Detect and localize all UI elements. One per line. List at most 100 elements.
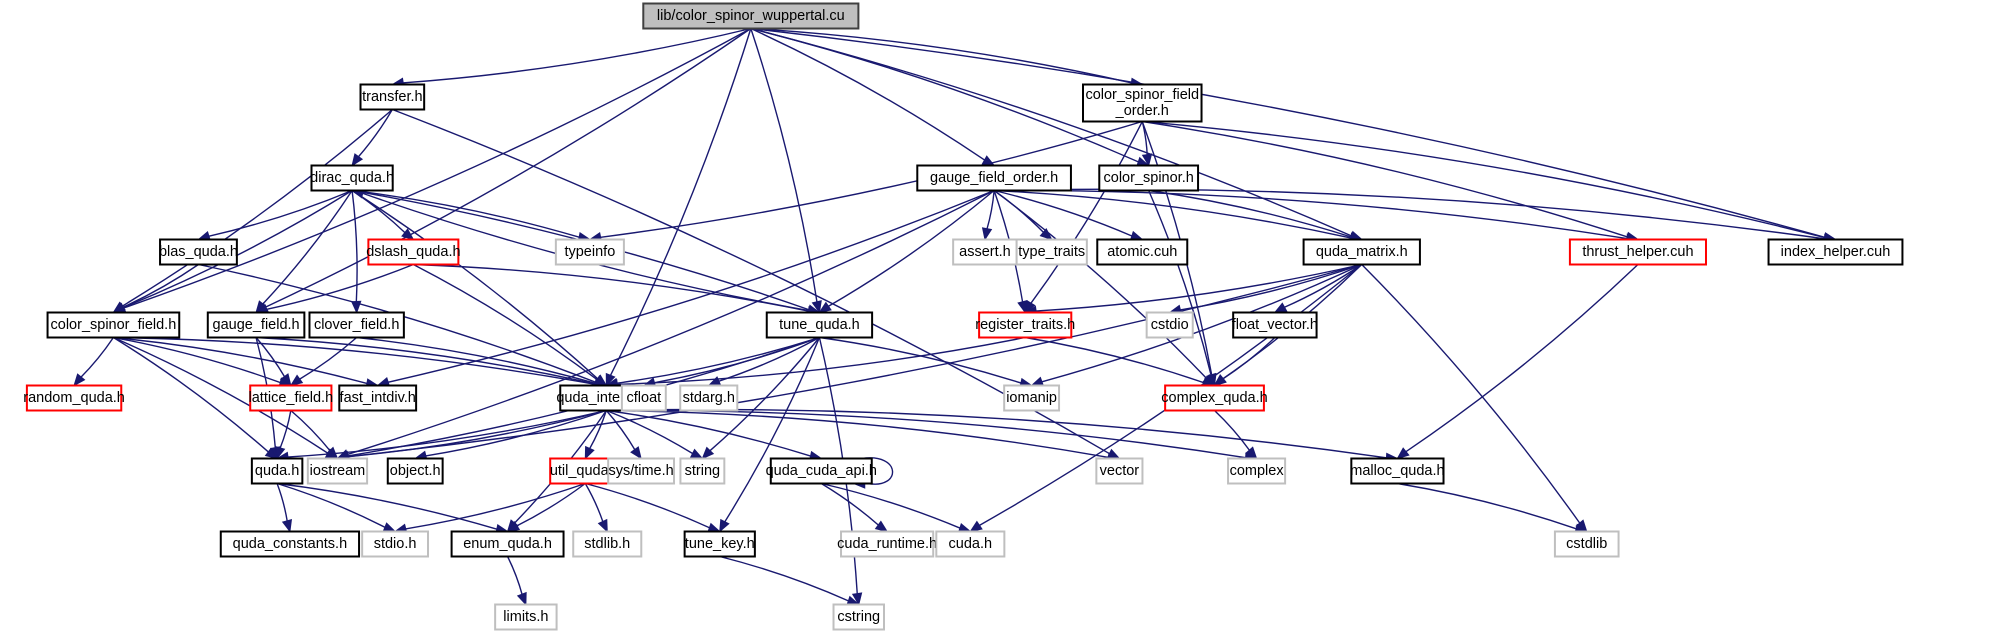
node-box [219,530,361,558]
node-label: blas_quda.h [159,244,238,260]
edge-line [515,482,586,527]
edge-line [616,336,820,384]
arrowhead-icon [811,300,822,314]
node-gfo[interactable]: gauge_field_order.h [916,164,1072,192]
node-box [361,530,430,558]
edge-line [993,189,1208,380]
node-label: stdlib.h [584,536,630,552]
node-box [642,2,860,30]
node-box [386,457,444,485]
edge-lattice_field-to-quda [275,410,292,460]
edge-float_vector-to-complex_quda [1213,336,1276,387]
node-iomanip: iomanip [1003,384,1061,412]
node-label: color_spinor_field [1085,87,1199,103]
node-atomic[interactable]: atomic.cuh [1096,238,1189,266]
node-cstring: cstring [832,603,885,631]
node-box [679,384,739,412]
edge-dslash-to-gauge_field [254,263,414,315]
arrowhead-icon [981,227,993,241]
node-box [840,530,935,558]
node-blas[interactable]: blas_quda.h [159,238,238,266]
edge-quda_cuda_api-to-cuda_runtime [820,482,889,533]
node-stdio: stdio.h [361,530,430,558]
node-label: cstring [837,609,880,625]
node-box [306,457,369,485]
node-color-spinor[interactable]: color_spinor.h [1098,164,1200,192]
edge-color_spinor-to-complex_quda [1148,190,1216,387]
node-label: util_quda.h [550,463,621,479]
edge-register_traits-to-complex_quda [1025,336,1216,388]
node-malloc-quda[interactable]: malloc_quda.h [1350,457,1445,485]
edge-line [265,263,414,311]
node-quda-matrix[interactable]: quda_matrix.h [1302,238,1421,266]
node-label: random_quda.h [23,390,125,406]
node-fast-intdiv[interactable]: fast_intdiv.h [338,384,418,412]
node-box [46,311,181,339]
node-cstdio: cstdio [1145,311,1194,339]
node-root[interactable]: lib/color_spinor_wuppertal.cu [642,2,860,30]
arrowhead-icon [630,446,642,460]
edge-root-to-gfo [750,27,996,167]
edge-line [994,189,1352,239]
node-dirac[interactable]: dirac_quda.h [310,164,394,192]
node-box [765,311,874,339]
node-label: quda_constants.h [233,536,347,552]
edge-line [351,189,599,380]
arrowhead-icon [818,301,832,314]
node-quda[interactable]: quda.h [250,457,304,485]
edge-malloc_quda-to-cstdlib [1397,482,1589,534]
node-csf[interactable]: color_spinor_field.h [46,311,181,339]
edge-util_quda-to-stdio [393,482,586,534]
node-label: enum_quda.h [463,536,552,552]
node-enum-quda[interactable]: enum_quda.h [450,530,565,558]
node-transfer[interactable]: transfer.h [359,83,426,111]
node-box [1096,238,1189,266]
node-box [1003,384,1061,412]
edge-tune_key-to-cstring [719,555,861,606]
node-stdlib: stdlib.h [572,530,643,558]
node-lattice-field[interactable]: lattice_field.h [249,384,334,412]
edge-line [1361,264,1581,525]
edge-tune_quda-to-iomanip [819,336,1033,389]
node-float-vector[interactable]: float_vector.h [1232,311,1318,339]
node-box [769,457,873,485]
node-register-traits[interactable]: register_traits.h [975,311,1075,339]
edge-line [256,336,597,385]
edge-line [276,483,289,522]
edge-line [1040,263,1363,383]
arrowhead-icon [73,373,86,387]
edge-root-to-tune_quda [750,28,822,314]
edge-line [413,263,599,381]
node-random-quda[interactable]: random_quda.h [23,384,125,412]
edge-line [1029,121,1143,305]
node-clover-field[interactable]: clover_field.h [308,311,405,339]
arrowhead-icon [1017,300,1028,314]
node-vector: vector [1095,457,1144,485]
edge-gauge_field-to-lattice_field [255,337,292,387]
edge-enum_quda-to-limits [506,556,527,606]
node-quda-cuda-api[interactable]: quda_cuda_api.h [766,457,877,485]
edge-line [113,336,597,386]
node-thrust-helper[interactable]: thrust_helper.cuh [1568,238,1707,266]
node-typeinfo: typeinfo [554,238,625,266]
node-object[interactable]: object.h [386,457,444,485]
node-csfo[interactable]: color_spinor_field_order.h [1082,83,1203,123]
node-box [1145,311,1194,339]
edge-line [264,27,752,309]
edge-line [402,27,752,84]
node-index-helper[interactable]: index_helper.cuh [1767,238,1904,266]
arrowhead-icon [689,448,704,460]
node-tune-quda[interactable]: tune_quda.h [765,311,874,339]
arrowhead-icon [1141,153,1153,167]
node-label: iomanip [1006,390,1057,406]
node-quda-constants[interactable]: quda_constants.h [219,530,361,558]
arrowhead-icon [597,518,608,533]
edge-line [346,189,995,456]
node-gauge-field[interactable]: gauge_field.h [206,311,306,339]
edge-line [708,337,820,452]
node-dslash[interactable]: dslash_quda.h [366,238,461,266]
arrowhead-icon [1039,228,1053,241]
edge-line [750,27,1133,84]
node-tune-key[interactable]: tune_key.h [683,530,756,558]
node-complex-quda[interactable]: complex_quda.h [1161,384,1268,412]
